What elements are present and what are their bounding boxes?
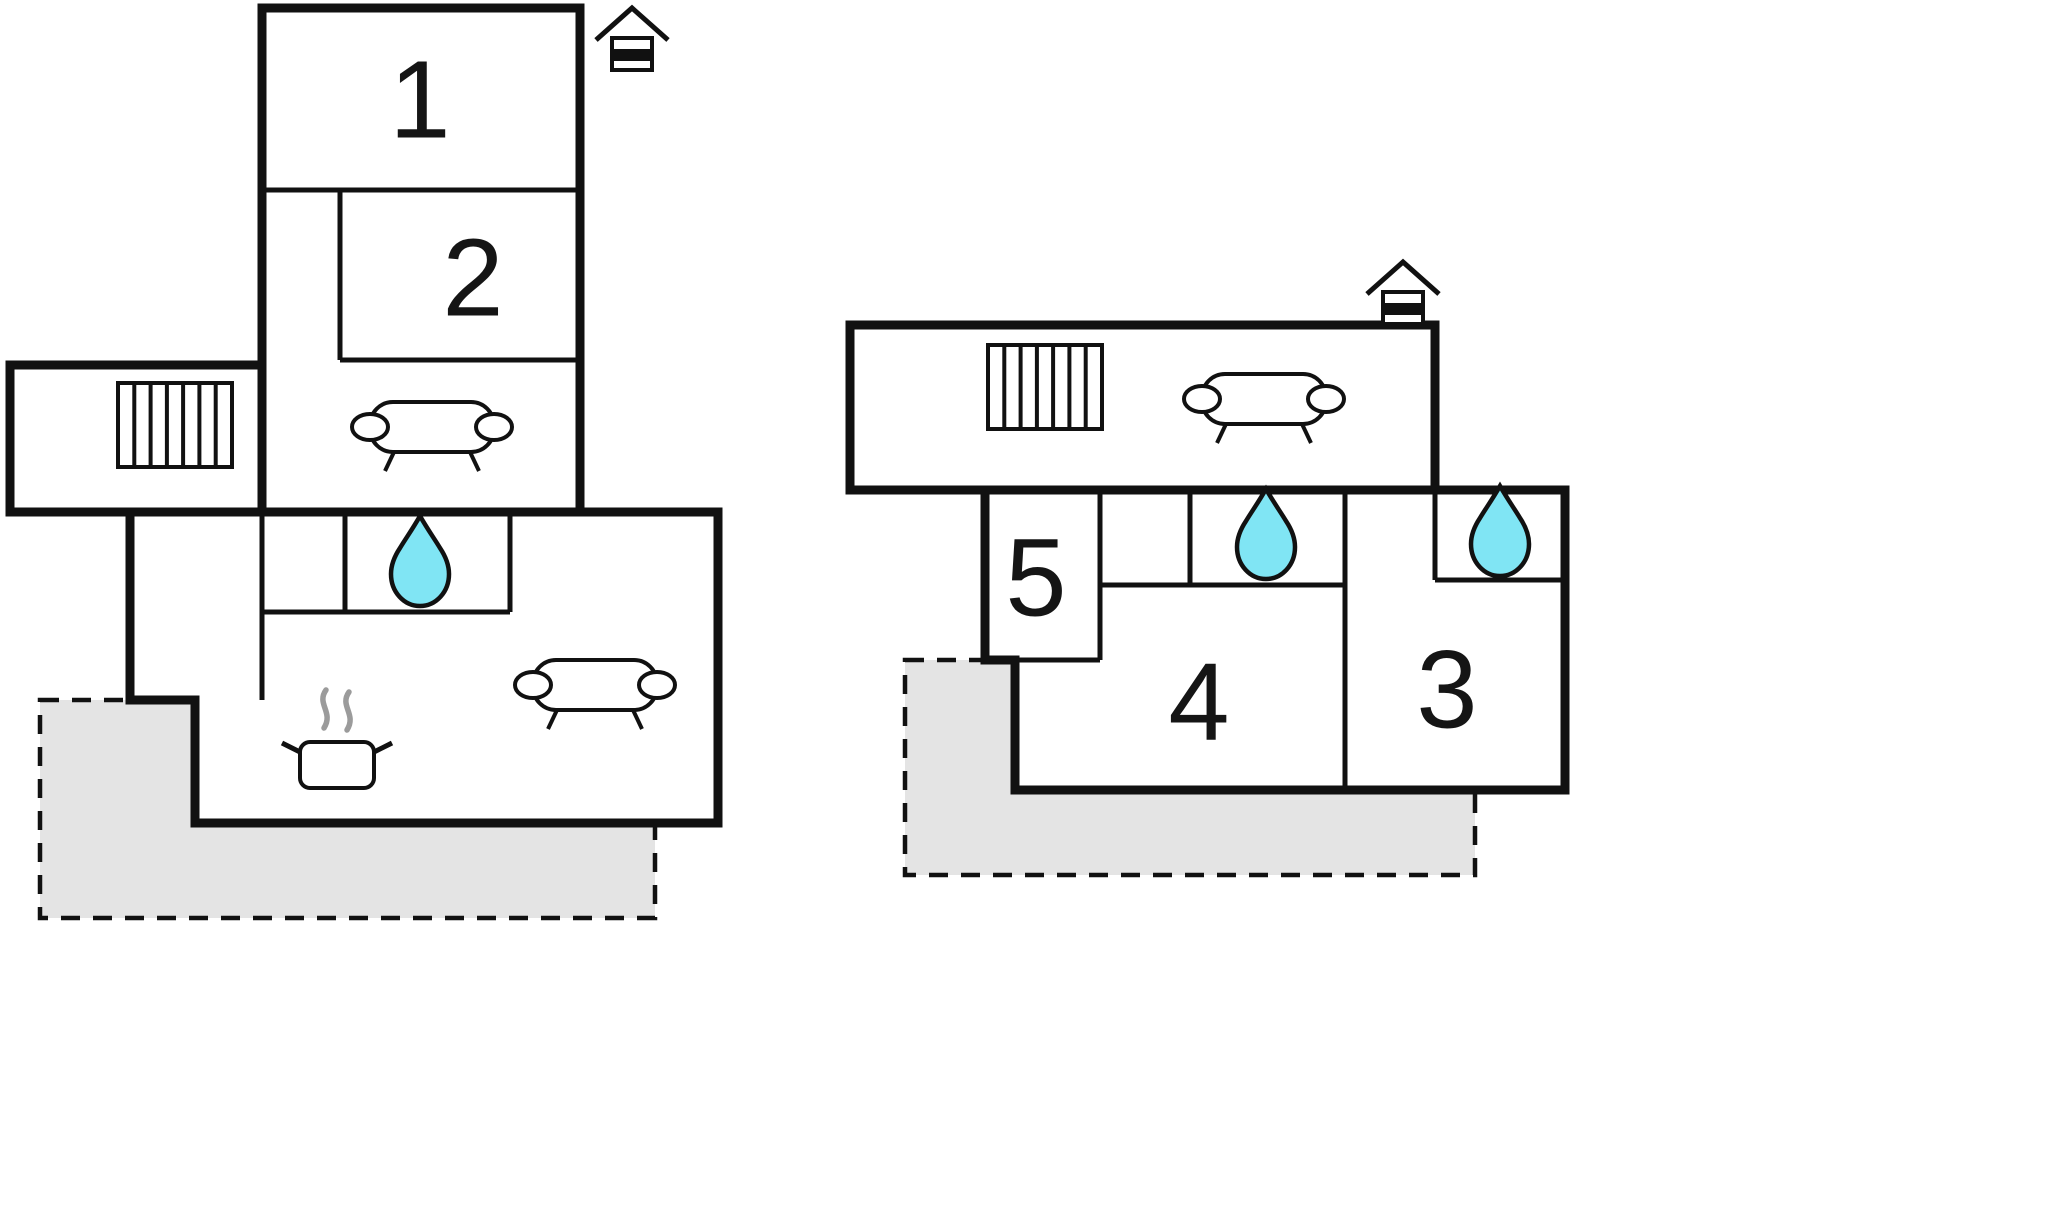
entrance-house-icon	[596, 8, 668, 70]
unit-right-plan: 5 4 3	[845, 262, 1570, 878]
stairs-icon	[986, 343, 1104, 431]
stairs-icon	[116, 381, 234, 469]
room-3-label: 3	[1416, 629, 1477, 752]
room-4-label: 4	[1168, 641, 1229, 764]
room-5-label: 5	[1005, 517, 1066, 640]
room-1-label: 1	[389, 39, 450, 162]
entrance-house-icon	[1367, 262, 1439, 324]
room-2-label: 2	[442, 217, 503, 340]
unit-left-plan: 1 2	[5, 3, 723, 921]
